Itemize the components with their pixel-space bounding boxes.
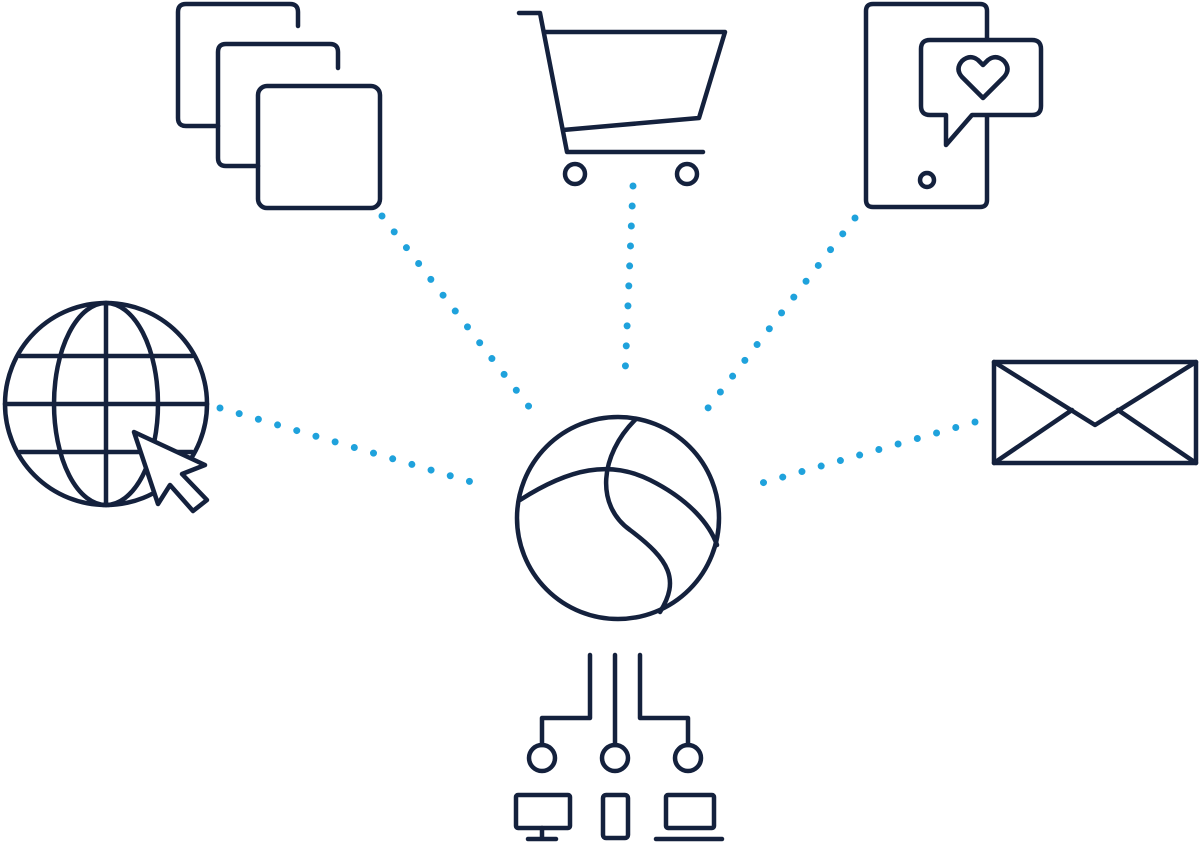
shopping-cart-icon — [516, 10, 728, 187]
connector-envelope — [758, 418, 979, 487]
mobile-chat-heart-icon — [863, 1, 1044, 210]
connector-pages — [378, 212, 534, 412]
laptop-icon — [653, 792, 725, 842]
connector-globe — [216, 404, 479, 487]
desktop-monitor-icon — [513, 792, 573, 842]
connectors — [216, 182, 979, 487]
network-tree — [526, 652, 704, 774]
envelope-icon — [991, 359, 1199, 466]
sphere-hub-icon — [514, 414, 722, 622]
globe-cursor-icon — [2, 300, 210, 514]
connector-mobile — [704, 214, 859, 412]
stacked-pages-icon — [175, 1, 383, 211]
connector-cart — [621, 182, 637, 380]
smartphone-icon — [600, 792, 631, 841]
